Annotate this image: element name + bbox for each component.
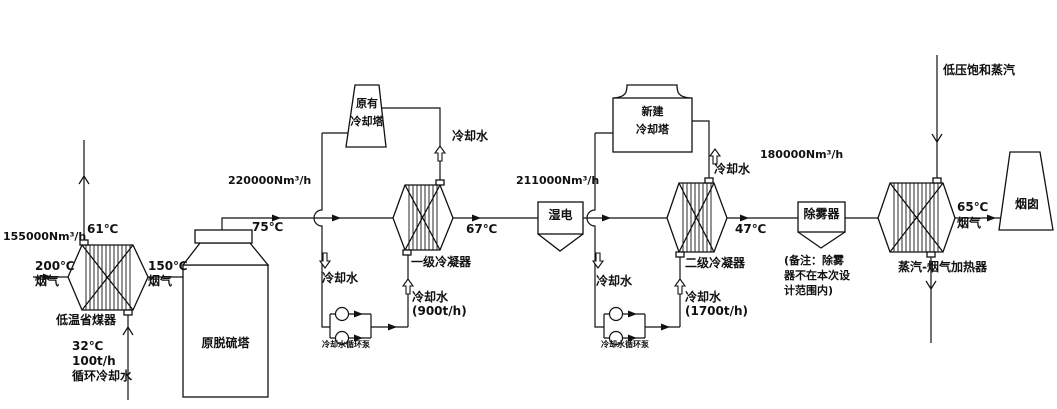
label-existing-cooling-tower-1: 原有 xyxy=(356,97,378,110)
label-new-cooling-tower-2: 冷却塔 xyxy=(636,123,669,136)
desulfurization-tower-shape xyxy=(181,229,270,398)
label-demister: 除雾器 xyxy=(803,207,840,221)
economizer-shape xyxy=(67,239,149,316)
label-condenser1: 一级冷凝器 xyxy=(411,255,472,269)
label-stack-in-temp: 65℃ xyxy=(957,200,989,214)
label-demister-flow: 180000Nm³/h xyxy=(760,148,844,161)
label-wet-esp-flow: 211000Nm³/h xyxy=(516,174,600,187)
label-condenser2-water: 冷却水 xyxy=(685,290,722,304)
label-inlet-temp: 200℃ xyxy=(35,259,75,273)
demister-shape xyxy=(797,201,846,249)
existing-cooling-tower-shape xyxy=(345,84,387,148)
chevron-arrows xyxy=(78,133,943,336)
label-condenser1-out-temp: 67℃ xyxy=(466,222,498,236)
label-cooling-water-return1: 冷却水 xyxy=(452,129,489,143)
label-water-in-rate: 100t/h xyxy=(72,354,116,368)
wet-esp-shape xyxy=(537,201,584,252)
label-pump1: 冷却水循环泵 xyxy=(322,340,370,349)
label-economizer-water-out-temp: 61℃ xyxy=(87,222,119,236)
label-note-line2: 器不在本次设 xyxy=(784,269,850,282)
label-steam: 低压饱和蒸汽 xyxy=(943,63,1016,77)
stack-shape xyxy=(998,151,1054,231)
flow-arrows xyxy=(43,214,996,342)
label-gas-heater: 蒸汽-烟气加热器 xyxy=(898,260,987,274)
label-cooling-water-return2: 冷却水 xyxy=(714,162,751,176)
gas-heater-shape xyxy=(877,177,956,258)
label-condenser1-water: 冷却水 xyxy=(412,290,449,304)
label-existing-cooling-tower-2: 冷却塔 xyxy=(350,115,384,128)
label-cooling-water-drop1: 冷却水 xyxy=(322,271,359,285)
open-arrows xyxy=(318,145,722,295)
pump2-shape xyxy=(608,306,624,346)
label-water-in-temp: 32℃ xyxy=(72,339,104,353)
new-cooling-tower-shape xyxy=(612,84,693,153)
label-water-in-name: 循环冷却水 xyxy=(72,369,133,383)
label-stack-in-medium: 烟气 xyxy=(957,216,982,230)
label-economizer: 低温省煤器 xyxy=(56,313,117,327)
pump1-shape xyxy=(334,306,350,346)
condenser1-shape xyxy=(392,179,454,256)
label-condenser2: 二级冷凝器 xyxy=(685,256,746,270)
label-economizer-out-medium: 烟气 xyxy=(148,274,173,288)
label-economizer-out-temp: 150℃ xyxy=(148,259,188,273)
label-note-line1: (备注：除雾 xyxy=(784,254,845,267)
label-tower-out-flow: 220000Nm³/h xyxy=(228,174,312,187)
label-cooling-water-drop2: 冷却水 xyxy=(596,274,633,288)
label-pump2: 冷却水循环泵 xyxy=(601,340,649,349)
label-condenser2-water-rate: (1700t/h) xyxy=(685,304,749,318)
condenser2-shape xyxy=(666,177,728,258)
label-tower-out-temp: 75℃ xyxy=(252,220,284,234)
label-condenser1-water-rate: (900t/h) xyxy=(412,304,467,318)
label-desulfurization-tower: 原脱硫塔 xyxy=(201,336,250,350)
label-stack: 烟囱 xyxy=(1014,197,1039,211)
label-note-line3: 计范围内) xyxy=(784,284,834,297)
label-wet-esp: 湿电 xyxy=(548,208,573,222)
label-inlet-medium: 烟气 xyxy=(35,274,60,288)
label-inlet-flow: 155000Nm³/h xyxy=(3,230,87,243)
label-condenser2-out-temp: 47℃ xyxy=(735,222,767,236)
gas-flow-lines xyxy=(33,217,1001,278)
label-new-cooling-tower-1: 新建 xyxy=(641,105,664,118)
